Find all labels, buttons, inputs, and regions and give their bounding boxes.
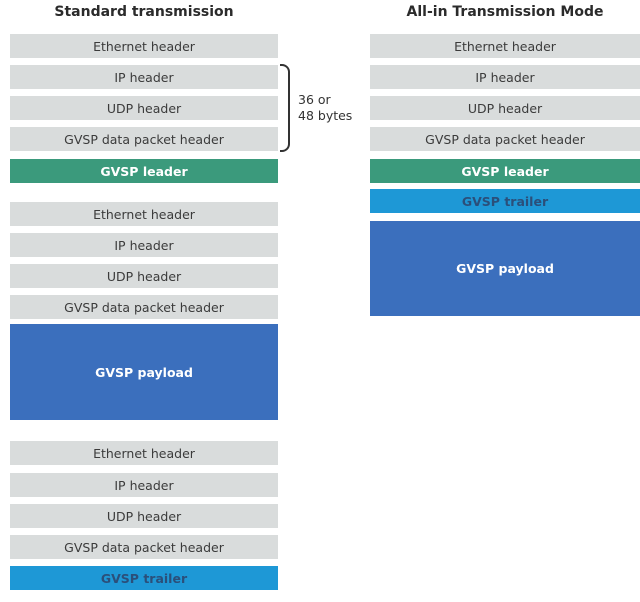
std-p3-gvsp-trailer: GVSP trailer (10, 566, 278, 590)
header-size-line2: 48 bytes (298, 108, 353, 123)
standard-transmission-title: Standard transmission (54, 4, 234, 20)
allin-udp-header: UDP header (370, 96, 640, 120)
header-size-label: 36 or 48 bytes (298, 92, 352, 124)
allin-ip-header: IP header (370, 65, 640, 89)
allin-gvsp-leader: GVSP leader (370, 159, 640, 183)
std-p3-udp-header: UDP header (10, 504, 278, 528)
allin-gvsp-trailer: GVSP trailer (370, 189, 640, 213)
std-p3-ethernet-header: Ethernet header (10, 441, 278, 465)
std-p1-udp-header: UDP header (10, 96, 278, 120)
allin-ethernet-header: Ethernet header (370, 34, 640, 58)
std-p1-ethernet-header: Ethernet header (10, 34, 278, 58)
std-p2-udp-header: UDP header (10, 264, 278, 288)
std-p3-gvsp-data-packet-header: GVSP data packet header (10, 535, 278, 559)
allin-gvsp-data-packet-header: GVSP data packet header (370, 127, 640, 151)
header-size-line1: 36 or (298, 92, 331, 107)
std-p2-gvsp-data-packet-header: GVSP data packet header (10, 295, 278, 319)
std-p1-ip-header: IP header (10, 65, 278, 89)
std-p2-ethernet-header: Ethernet header (10, 202, 278, 226)
std-p2-ip-header: IP header (10, 233, 278, 257)
std-p1-gvsp-leader: GVSP leader (10, 159, 278, 183)
std-p3-ip-header: IP header (10, 473, 278, 497)
std-p2-gvsp-payload: GVSP payload (10, 324, 278, 420)
allin-transmission-title: All-in Transmission Mode (406, 4, 604, 20)
allin-gvsp-payload: GVSP payload (370, 221, 640, 316)
header-size-bracket (280, 64, 290, 152)
std-p1-gvsp-data-packet-header: GVSP data packet header (10, 127, 278, 151)
